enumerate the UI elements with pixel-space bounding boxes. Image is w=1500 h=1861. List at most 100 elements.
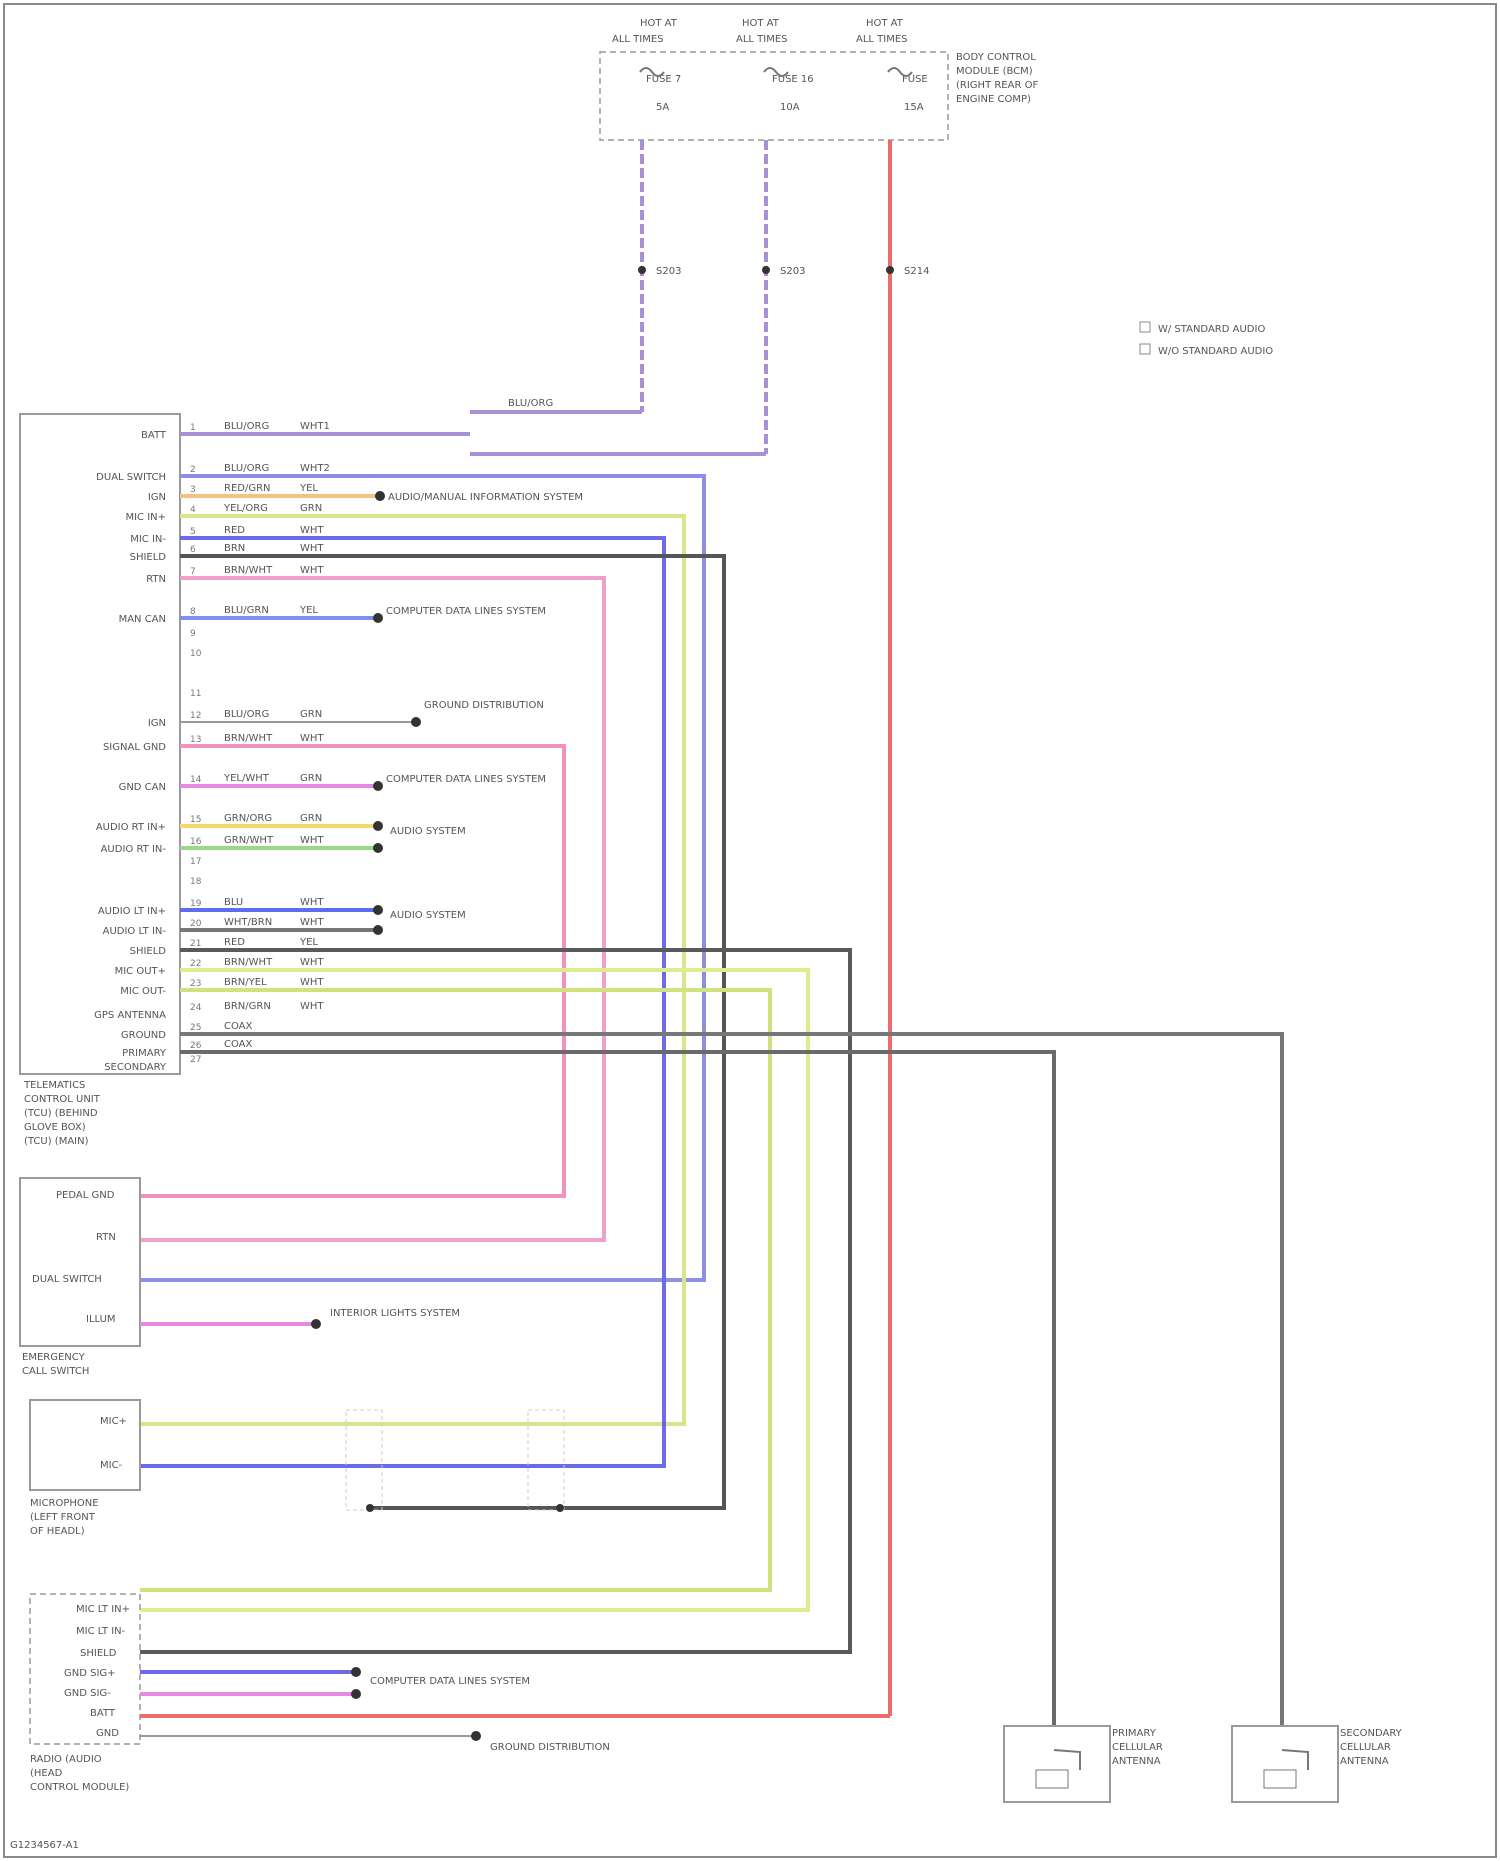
tcu-pin-number-22: 23 [190, 979, 201, 989]
tcu-pin-number-10: 11 [190, 689, 201, 699]
tcu-pin-number-11: 12 [190, 711, 201, 721]
fuse-box: HOT AT ALL TIMES FUSE 7 5A HOT AT ALL TI… [600, 18, 1038, 140]
tcu-wire-code-18: WHT [300, 1001, 324, 1012]
radio-pin-5: BATT [90, 1708, 116, 1719]
annotation-data-lines-1: COMPUTER DATA LINES SYSTEM [386, 606, 546, 617]
tcu-pin-18: AUDIO LT IN+ [98, 906, 166, 917]
mic-shield-dot-2 [556, 1504, 564, 1512]
tcu-pin-number-1: 2 [190, 465, 196, 475]
tcu-wire-code-8: GRN [300, 709, 322, 720]
tcu-pin-number-17: 18 [190, 877, 202, 887]
tcu-wire-color-4: RED [224, 525, 245, 536]
tcu-pin-2: IGN [148, 492, 166, 503]
microphone-label-2: OF HEADL) [30, 1526, 85, 1537]
tcu-pin-number-4: 5 [190, 527, 196, 537]
tcu-pin-number-2: 3 [190, 485, 196, 495]
legend: W/ STANDARD AUDIO W/O STANDARD AUDIO [1140, 322, 1273, 357]
tcu-pin-11: IGN [148, 718, 166, 729]
tcu-wire-code-16: WHT [300, 957, 324, 968]
radio-pin-3: GND SIG+ [64, 1668, 116, 1679]
radio-pin-4: GND SIG- [64, 1688, 111, 1699]
splice-1 [638, 266, 646, 274]
radio-pin-1: MIC LT IN- [76, 1626, 126, 1637]
tcu-wire-color-19: COAX [224, 1021, 253, 1032]
fuse-a-amp: 5A [656, 102, 669, 113]
fuse-box-label-0: BODY CONTROL [956, 52, 1036, 63]
tcu-pin-number-12: 13 [190, 735, 201, 745]
annotation-ground-radio: GROUND DISTRIBUTION [490, 1742, 610, 1753]
tcu-wire-color-20: COAX [224, 1039, 253, 1050]
tcu-pin-number-24: 25 [190, 1023, 201, 1033]
radio-data-dot-2 [351, 1689, 361, 1699]
tcu-wire-color-7: BLU/GRN [224, 605, 269, 616]
fuse-c-amp: 15A [904, 102, 924, 113]
fuse-box-label-2: (RIGHT REAR OF [956, 80, 1038, 91]
tcu-wire-code-0: WHT1 [300, 421, 330, 432]
secondary-antenna: SECONDARY CELLULAR ANTENNA [1232, 1726, 1403, 1802]
fuse-b-top: HOT AT [742, 18, 780, 29]
fuse-c-symbol [888, 68, 912, 76]
splice-3 [886, 266, 894, 274]
fuse-c-mid: ALL TIMES [856, 34, 908, 45]
fuse-a-name: FUSE 7 [646, 74, 681, 85]
tcu-wire-color-0: BLU/ORG [224, 421, 269, 432]
fuse-a-top: HOT AT [640, 18, 678, 29]
tcu-pin-number-5: 6 [190, 545, 196, 555]
tcu-pin-7: MAN CAN [119, 614, 166, 625]
tcu-pin-19: AUDIO LT IN- [103, 926, 167, 937]
tcu-wire-color-11: GRN/ORG [224, 813, 272, 824]
tcu-pin-3: MIC IN+ [125, 512, 166, 523]
tcu-pin-number-0: 1 [190, 423, 196, 433]
tcu-pin-22: MIC OUT- [120, 986, 166, 997]
annotation-data-lines-2: COMPUTER DATA LINES SYSTEM [386, 774, 546, 785]
microphone: MIC+ MIC- MICROPHONE (LEFT FRONT OF HEAD… [30, 1400, 564, 1537]
radio-system-dot-1 [373, 821, 383, 831]
tcu-pin-number-9: 10 [190, 649, 202, 659]
fuse-a-mid: ALL TIMES [612, 34, 664, 45]
radio-system-dot-2 [373, 843, 383, 853]
microphone-label-0: MICROPHONE [30, 1498, 99, 1509]
fuse-box-outline [600, 52, 948, 140]
tcu-pin-20: SHIELD [130, 946, 167, 957]
tcu-wire-code-5: WHT [300, 543, 324, 554]
tcu-pin-number-13: 14 [190, 775, 202, 785]
tcu-wire-code-10: GRN [300, 773, 322, 784]
tcu-wire-code-6: WHT [300, 565, 324, 576]
radio-label-1: (HEAD [30, 1768, 63, 1779]
tcu-pin-13: GND CAN [119, 782, 166, 793]
radio-pin-2: SHIELD [80, 1648, 117, 1659]
tcu-wire-color-18: BRN/GRN [224, 1001, 271, 1012]
feed-wires: S203 S203 S214 BLU/ORG [470, 140, 929, 1716]
tcu-wire-code-3: GRN [300, 503, 322, 514]
radio-system-dot-4 [373, 925, 383, 935]
tcu-wire-color-12: GRN/WHT [224, 835, 274, 846]
tcu-pin-number-25: 26 [190, 1041, 202, 1051]
tcu-wire-code-1: WHT2 [300, 463, 330, 474]
emergency-pin-3: ILLUM [86, 1314, 116, 1325]
tcu-wire-color-17: BRN/YEL [224, 977, 267, 988]
tcu-pin-14: AUDIO RT IN+ [96, 822, 166, 833]
upper-wire-label: BLU/ORG [508, 398, 553, 409]
tcu-pin-number-23: 24 [190, 1003, 202, 1013]
tcu-wire-code-13: WHT [300, 897, 324, 908]
tcu-label-1: CONTROL UNIT [24, 1094, 101, 1105]
wire-coax-secondary [180, 1034, 1282, 1726]
tcu-label-4: (TCU) (MAIN) [24, 1136, 89, 1147]
tcu-wire-color-8: BLU/ORG [224, 709, 269, 720]
tcu-pin-24: GROUND [121, 1030, 166, 1041]
tcu-pin-number-26: 27 [190, 1055, 201, 1065]
footer-code: G1234567-A1 [10, 1840, 79, 1851]
radio-system-dot-3 [373, 905, 383, 915]
tcu-wires: AUDIO/MANUAL INFORMATION SYSTEM COMPUTER… [140, 434, 1282, 1726]
microphone-pin-0: MIC+ [100, 1416, 127, 1427]
microphone-box [30, 1400, 140, 1490]
tcu-pin-number-8: 9 [190, 629, 196, 639]
microphone-label-1: (LEFT FRONT [30, 1512, 96, 1523]
tcu-pin-26: SECONDARY [104, 1062, 167, 1073]
emergency-call-switch: PEDAL GND RTN DUAL SWITCH ILLUM EMERGENC… [20, 1178, 460, 1377]
tcu-pin-number-19: 20 [190, 919, 202, 929]
emergency-box [20, 1178, 140, 1346]
emergency-pin-2: DUAL SWITCH [32, 1274, 102, 1285]
tcu-pin-15: AUDIO RT IN- [101, 844, 167, 855]
